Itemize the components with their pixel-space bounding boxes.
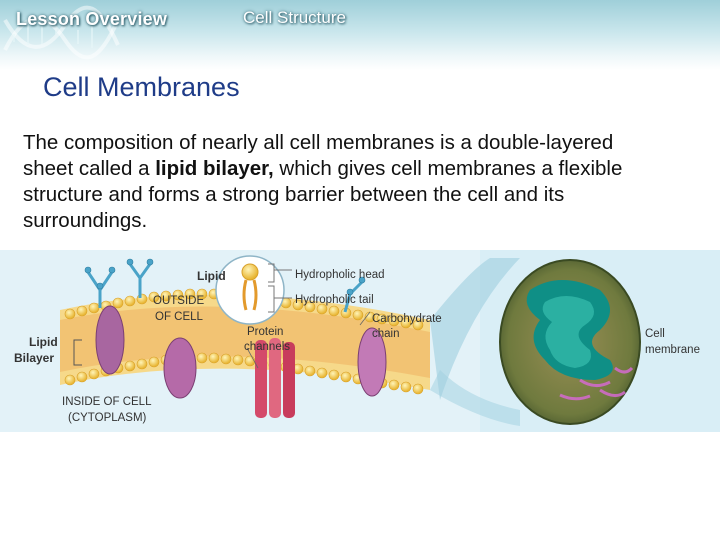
label-outside-cell-line1: OUTSIDE (153, 295, 204, 307)
protein-channel-illustration (255, 338, 295, 418)
cell-membrane-figure: Lipid Hydropholic head Hydropholic tail … (0, 250, 720, 432)
label-protein-line2: channels (244, 341, 290, 353)
label-hydrophilic-head: Hydropholic head (295, 269, 385, 281)
label-protein-line1: Protein (247, 326, 283, 338)
label-carbohydrate-line2: chain (372, 328, 400, 340)
label-cell-membrane-line2: membrane (645, 344, 700, 356)
label-lipid-bilayer-line1: Lipid (29, 335, 58, 349)
lipid-bilayer-illustration (60, 288, 430, 395)
bilayer-bracket (73, 339, 82, 366)
membrane-proteins (95, 305, 387, 399)
callout-lines (246, 311, 371, 369)
section-title: Cell Structure (243, 8, 346, 27)
label-lipid: Lipid (197, 269, 226, 283)
label-carbohydrate-line1: Carbohydrate (372, 313, 442, 325)
lesson-overview-label: Lesson Overview (16, 9, 168, 29)
label-inside-cell-line2: (CYTOPLASM) (68, 412, 147, 424)
slide-body-text: The composition of nearly all cell membr… (23, 130, 663, 234)
label-inside-cell-line1: INSIDE OF CELL (62, 396, 152, 408)
body-text-end: which gives cell membranes a flexible st… (23, 157, 623, 232)
label-cell-membrane-line1: Cell (645, 328, 665, 340)
dna-decoration-icon (3, 5, 120, 60)
slide-header: Lesson Overview Cell Structure (0, 0, 720, 70)
label-hydrophilic-tail: Hydropholic tail (295, 294, 374, 306)
body-text-start: The composition of nearly all cell membr… (23, 131, 614, 180)
slide-title: Cell Membranes (43, 72, 240, 102)
lipid-zoom-inset (215, 255, 292, 325)
cell-micrograph (430, 258, 641, 426)
carbohydrate-chains (84, 258, 366, 313)
body-text-bold-term: lipid bilayer, (155, 157, 274, 180)
label-lipid-bilayer-line2: Bilayer (14, 351, 54, 365)
label-outside-cell-line2: OF CELL (155, 311, 204, 323)
